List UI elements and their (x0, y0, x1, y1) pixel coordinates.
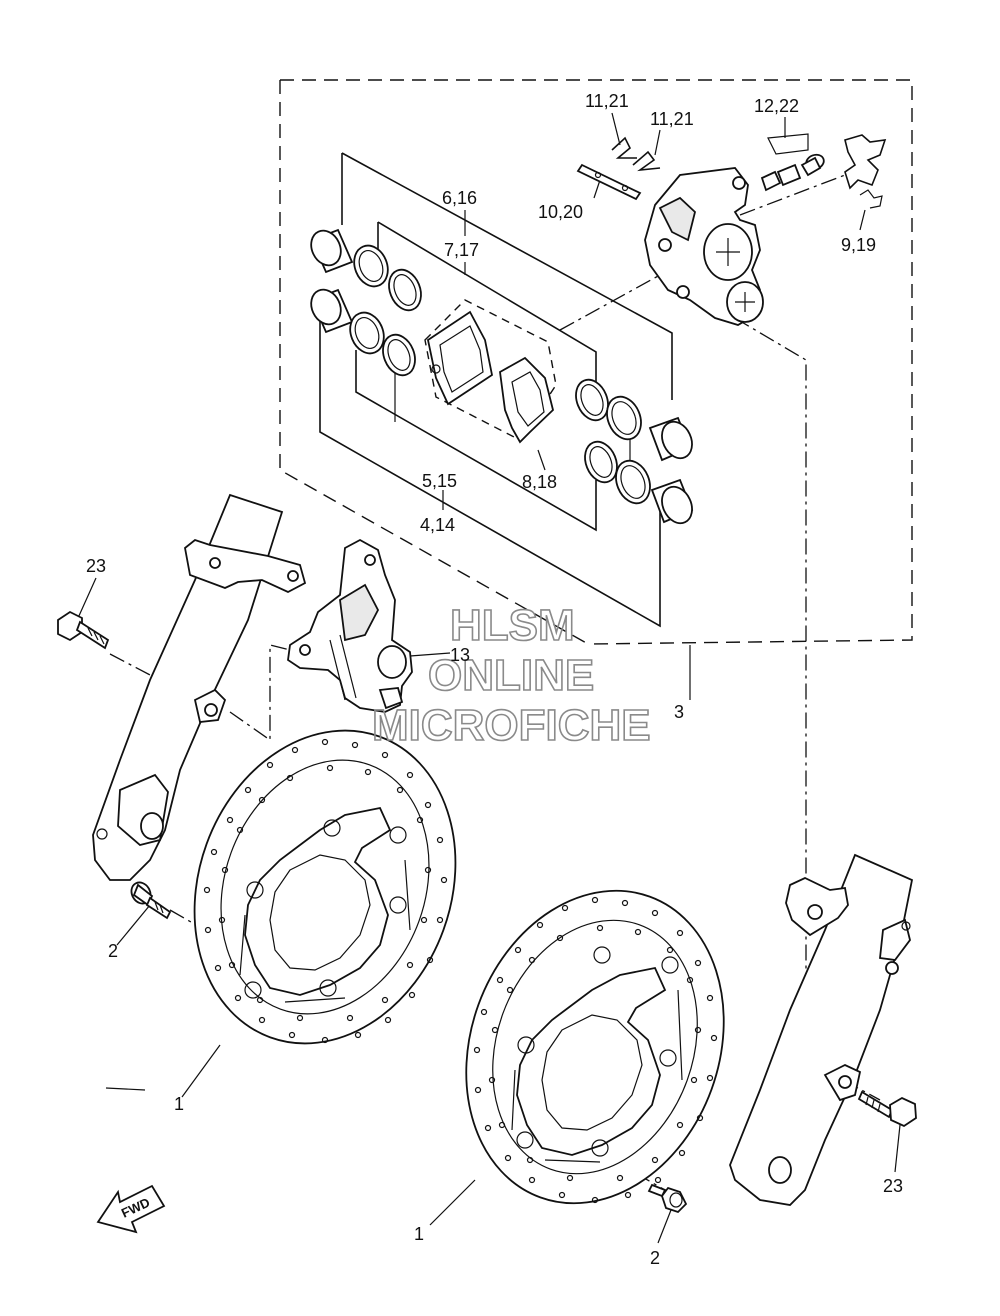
bolt-23-right (857, 1090, 917, 1128)
bleed-screw (760, 133, 825, 192)
disc-right-vent-holes (473, 896, 718, 1204)
caliper-body-upper (644, 167, 764, 326)
label-11-21-b: 11,21 (650, 109, 694, 129)
label-23-left: 23 (86, 556, 106, 576)
label-23-right: 23 (883, 1176, 903, 1196)
forward-direction-arrow: FWD (96, 1184, 166, 1234)
label-10-20: 10,20 (538, 202, 583, 222)
label-2-right: 2 (650, 1248, 660, 1268)
label-6-16: 6,16 (442, 188, 477, 208)
pad-pin-and-clips (576, 136, 661, 201)
watermark-line-3: MICROFICHE (372, 701, 651, 750)
label-4-14: 4,14 (420, 515, 455, 535)
label-1-right: 1 (414, 1224, 424, 1244)
bolt-2-right (647, 1183, 688, 1214)
label-1-left: 1 (174, 1094, 184, 1114)
fork-leg-right (729, 853, 914, 1206)
label-12-22: 12,22 (754, 96, 799, 116)
watermark-line-2: ONLINE (428, 651, 594, 700)
watermark: HLSM ONLINE MICROFICHE (371, 600, 651, 751)
label-3: 3 (674, 702, 684, 722)
brake-disc-right (465, 889, 725, 1205)
label-11-21-a: 11,21 (585, 91, 629, 111)
label-7-17: 7,17 (444, 240, 479, 260)
label-13: 13 (450, 645, 470, 665)
pad-spring (844, 134, 887, 209)
watermark-line-1: HLSM (450, 601, 575, 650)
bolt-2-left (130, 881, 172, 920)
brake-pads (424, 299, 557, 444)
label-5-15: 5,15 (422, 471, 457, 491)
caliper-assembly-box (279, 79, 913, 645)
brake-caliper-left (287, 538, 413, 713)
label-9-19: 9,19 (841, 235, 876, 255)
piston-left-upper (310, 228, 354, 274)
label-8-18: 8,18 (522, 472, 557, 492)
bolt-23-left (57, 610, 110, 650)
piston-seals-left (310, 228, 422, 377)
fork-leg-left (92, 493, 307, 881)
disc-left-vent-holes (203, 738, 448, 1044)
label-leaders (77, 112, 901, 1244)
part-number-labels: 6,16 7,17 5,15 4,14 8,18 11,21 11,21 10,… (86, 91, 903, 1268)
piston-left-lower (310, 288, 354, 334)
brake-disc-left (193, 729, 457, 1045)
piston-seals-right (575, 378, 694, 525)
label-2-left: 2 (108, 941, 118, 961)
